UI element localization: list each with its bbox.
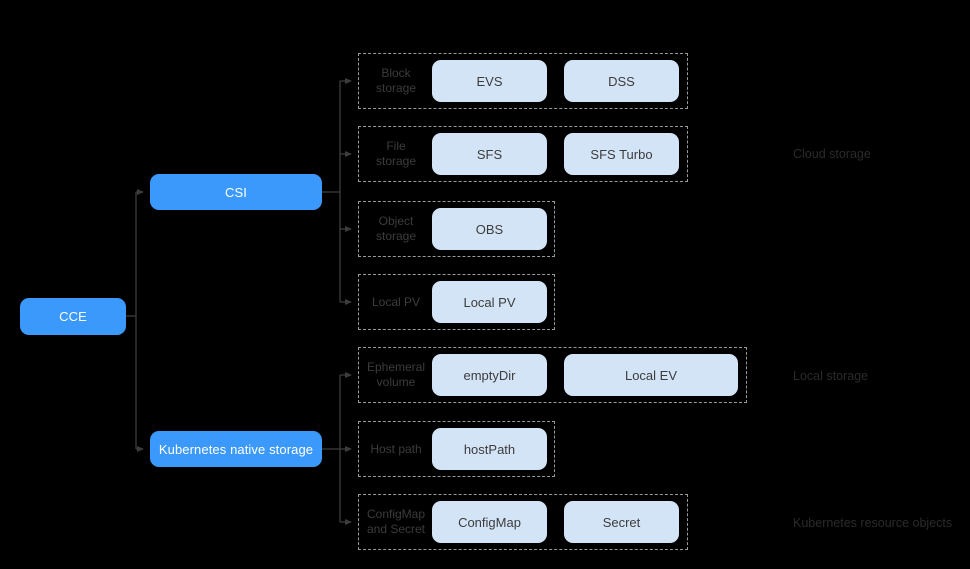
node-csi-label: CSI [225, 184, 247, 200]
chip-emptydir-label: emptyDir [463, 367, 516, 383]
group-ephemeral-volume-label: Ephemeral volume [359, 360, 431, 390]
group-object-storage: Object storage OBS [358, 201, 555, 257]
group-label-line: and Secret [366, 522, 426, 536]
group-ephemeral-volume-items: emptyDir Local EV [431, 348, 746, 402]
chip-local-pv[interactable]: Local PV [432, 281, 547, 323]
chip-configmap[interactable]: ConfigMap [432, 501, 547, 543]
chip-sfs-turbo-label: SFS Turbo [590, 146, 653, 162]
group-label-line: Host path [370, 441, 422, 456]
chip-sfs-label: SFS [476, 146, 503, 162]
chip-dss[interactable]: DSS [564, 60, 679, 102]
group-object-storage-items: OBS [431, 202, 554, 256]
chip-sfs[interactable]: SFS [432, 133, 547, 175]
chip-hostpath-label: hostPath [463, 441, 516, 457]
group-file-storage-label: File storage [359, 139, 431, 169]
group-block-storage-items: EVS DSS [431, 54, 687, 108]
chip-obs[interactable]: OBS [432, 208, 547, 250]
chip-sfs-turbo[interactable]: SFS Turbo [564, 133, 679, 175]
group-file-storage: File storage SFS SFS Turbo [358, 126, 688, 182]
chip-configmap-label: ConfigMap [458, 514, 521, 530]
chip-secret[interactable]: Secret [564, 501, 679, 543]
group-label-line: Block [381, 66, 411, 80]
node-cce-label: CCE [59, 309, 87, 324]
annotation-local-storage: Local storage [793, 369, 869, 383]
group-local-pv-label: Local PV [359, 295, 431, 310]
group-configmap-and-secret: ConfigMap and Secret ConfigMap Secret [358, 494, 688, 550]
annotation-cloud-storage: Cloud storage [793, 147, 871, 161]
group-label-line: volume [376, 375, 416, 389]
chip-evs[interactable]: EVS [432, 60, 547, 102]
group-block-storage: Block storage EVS DSS [358, 53, 688, 109]
group-label-line: Ephemeral [366, 360, 426, 374]
chip-local-ev[interactable]: Local EV [564, 354, 738, 396]
group-label-line: ConfigMap [366, 507, 426, 521]
group-host-path-label: Host path [359, 442, 431, 457]
chip-dss-label: DSS [608, 73, 635, 89]
group-file-storage-items: SFS SFS Turbo [431, 127, 687, 181]
chip-obs-label: OBS [475, 221, 504, 237]
chip-local-ev-label: Local EV [624, 367, 678, 383]
chip-emptydir[interactable]: emptyDir [432, 354, 547, 396]
chip-local-pv-label: Local PV [463, 294, 516, 310]
group-label-line: storage [375, 229, 417, 243]
group-local-pv: Local PV Local PV [358, 274, 555, 330]
node-kubernetes-native-storage-label: Kubernetes native storage [158, 441, 314, 457]
group-object-storage-label: Object storage [359, 214, 431, 244]
group-label-line: Local PV [371, 294, 421, 309]
group-label-line: storage [375, 154, 417, 168]
group-label-line: Object [378, 214, 414, 228]
chip-hostpath[interactable]: hostPath [432, 428, 547, 470]
node-kubernetes-native-storage[interactable]: Kubernetes native storage [150, 431, 322, 467]
group-configmap-and-secret-label: ConfigMap and Secret [359, 507, 431, 537]
chip-evs-label: EVS [476, 73, 503, 89]
group-label-line: File [386, 139, 406, 153]
group-ephemeral-volume: Ephemeral volume emptyDir Local EV [358, 347, 747, 403]
group-label-line: storage [375, 81, 417, 95]
group-local-pv-items: Local PV [431, 275, 554, 329]
chip-secret-label: Secret [602, 514, 641, 530]
group-block-storage-label: Block storage [359, 66, 431, 96]
node-csi[interactable]: CSI [150, 174, 322, 210]
group-configmap-and-secret-items: ConfigMap Secret [431, 495, 687, 549]
node-cce[interactable]: CCE [20, 298, 126, 335]
annotation-kubernetes-resource-objects: Kubernetes resource objects [793, 516, 953, 530]
group-host-path-items: hostPath [431, 422, 554, 476]
group-host-path: Host path hostPath [358, 421, 555, 477]
